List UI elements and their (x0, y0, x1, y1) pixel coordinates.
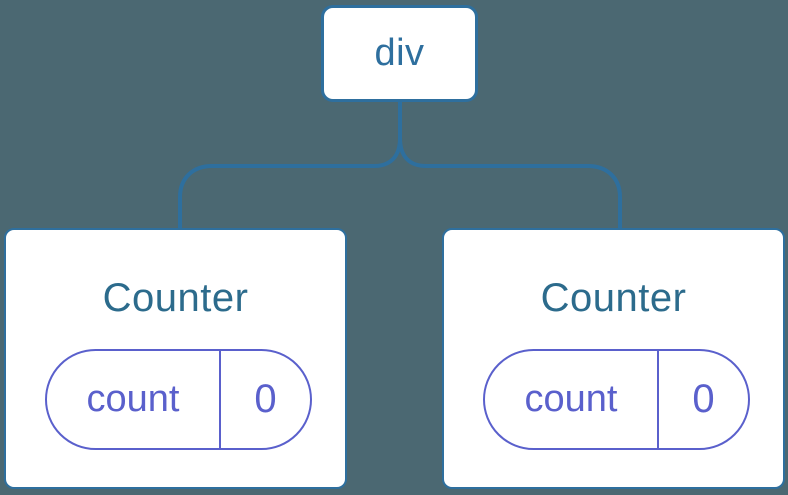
counter-title: Counter (102, 276, 249, 320)
connector-right-branch (398, 102, 622, 228)
state-pill-divider (657, 351, 659, 448)
state-pill: count 0 (483, 349, 750, 450)
connector-left-branch (178, 102, 402, 228)
state-value: 0 (692, 377, 715, 421)
counter-title: Counter (540, 276, 687, 320)
state-pill: count 0 (45, 349, 312, 450)
root-node-label: div (374, 32, 425, 74)
state-pill-divider (219, 351, 221, 448)
counter-card-left: Counter count 0 (4, 228, 347, 489)
state-key-label: count (524, 378, 618, 420)
counter-card-right: Counter count 0 (442, 228, 785, 489)
root-node-div: div (321, 5, 478, 102)
state-value: 0 (254, 377, 277, 421)
state-key-label: count (86, 378, 180, 420)
